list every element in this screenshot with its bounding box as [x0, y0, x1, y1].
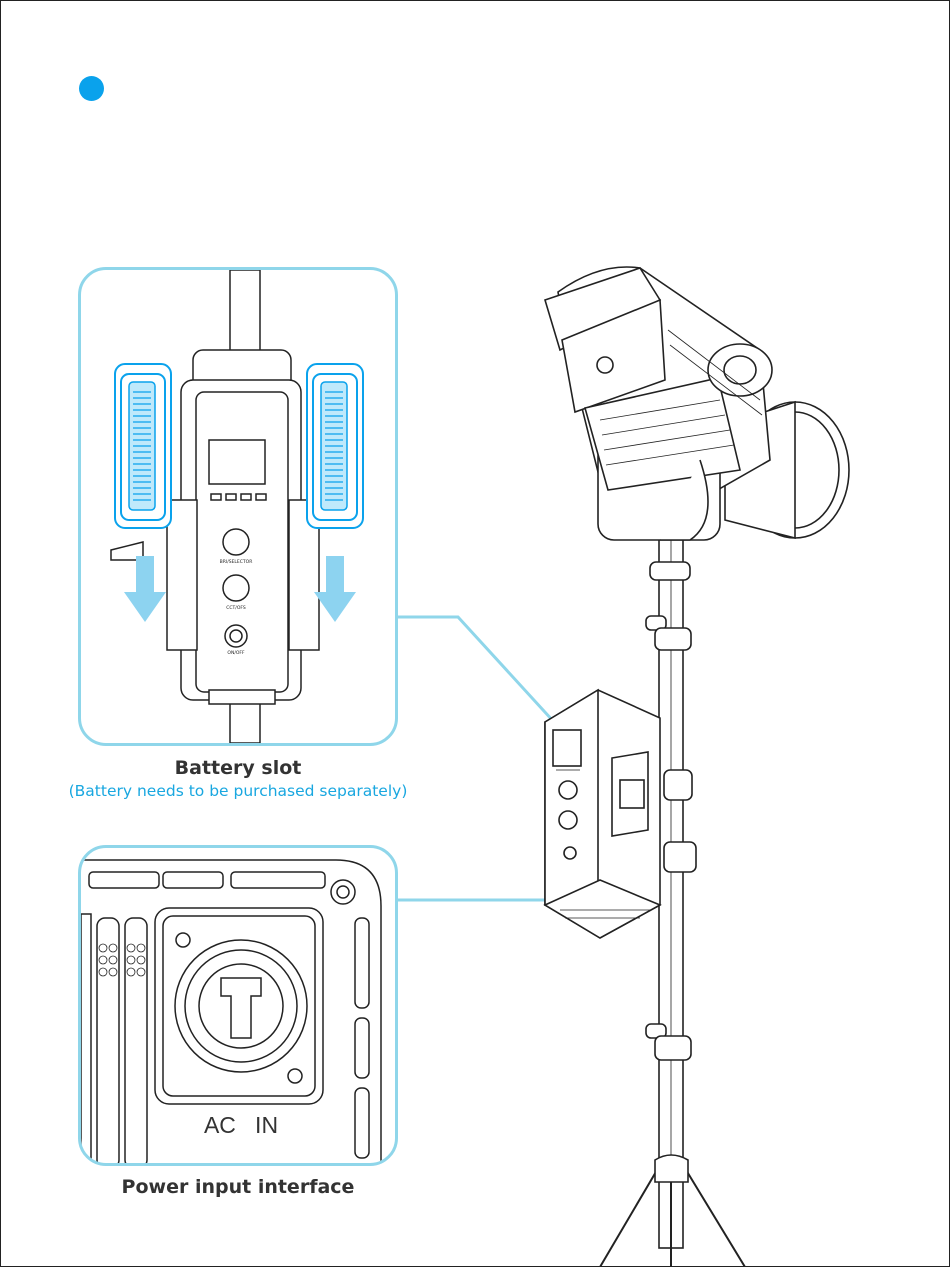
battery-plate-right: [307, 364, 363, 528]
ac-in-label: AC IN: [204, 1112, 278, 1138]
battery-slot-drawing: BRI/SELECTOR CCT/OFS ON/OFF: [81, 270, 395, 743]
power-input-title: Power input interface: [78, 1176, 398, 1198]
battery-slot-title: Battery slot: [78, 757, 398, 779]
power-input-detail-panel: AC IN: [78, 845, 398, 1166]
down-arrow-icon: [314, 556, 356, 622]
down-arrow-icon: [124, 556, 166, 622]
battery-purchase-note: (Battery needs to be purchased separatel…: [60, 782, 416, 800]
on-off-label: ON/OFF: [227, 650, 245, 656]
battery-plate-left: [115, 364, 171, 528]
battery-slot-detail-panel: BRI/SELECTOR CCT/OFS ON/OFF: [78, 267, 398, 746]
power-input-drawing: AC IN: [81, 848, 395, 1163]
ac-in-connector-icon: [175, 940, 307, 1072]
cct-ofs-label: CCT/OFS: [226, 605, 246, 611]
bri-selector-label: BRI/SELECTOR: [220, 559, 253, 565]
